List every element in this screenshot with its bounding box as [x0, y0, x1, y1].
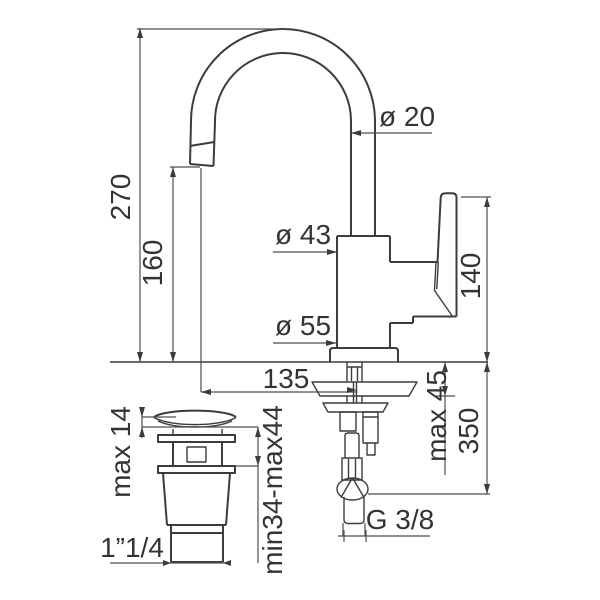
dim-min34-max44-label: min34-max44 [257, 405, 288, 575]
dim-350-label: 350 [453, 408, 484, 455]
dim-270-spout-height: 270 [105, 28, 287, 362]
hose-end-fitting [343, 497, 365, 525]
hose-braid-lines [347, 459, 357, 479]
drain-cap-top [153, 409, 237, 418]
spout-inner-edge [212, 52, 352, 236]
handle-base-step [390, 316, 414, 324]
dim-160-label: 160 [137, 240, 168, 287]
dim-max45-label: max 45 [421, 370, 452, 462]
drain-cap-underside [153, 416, 237, 426]
shank-neck-and-stud [346, 382, 363, 403]
handle-pivot-cone [433, 261, 453, 317]
drain-lower-flange [157, 465, 236, 474]
dim-160-outlet-height: 160 [137, 166, 202, 392]
hose-tube [344, 432, 360, 458]
dim-140-label: 140 [455, 253, 486, 300]
valve-inlet-connector [362, 411, 379, 456]
dim-270-label: 270 [105, 174, 136, 221]
dim-max14-label: max 14 [105, 406, 136, 498]
dim-min34-max44-clamp-range: min34-max44 [236, 405, 288, 575]
dim-g38-hose-thread: G 3/8 [338, 504, 434, 542]
dim-max45-deck-thickness: max 45 [421, 362, 455, 475]
handle-lever-outline [436, 192, 458, 317]
spout-outer-edge [189, 28, 376, 236]
drain-tapered-body [162, 472, 231, 526]
popup-drain-waste [153, 409, 237, 563]
dim-1-1-4-label: 1”1/4 [100, 532, 164, 563]
drain-body-neck [172, 442, 223, 466]
drain-threaded-tail [170, 525, 224, 563]
drain-upper-flange [157, 434, 236, 443]
nut-facet-lines [340, 478, 365, 498]
aerator-end-cap [189, 163, 214, 167]
dim-d43-body: ø 43 [273, 219, 337, 255]
hose-nipple [339, 411, 357, 432]
drain-overflow-window [186, 446, 207, 463]
faucet-body [329, 235, 399, 362]
dim-d55-label: ø 55 [275, 310, 331, 341]
flexible-supply-hose [336, 432, 369, 525]
dim-d55-base-flange: ø 55 [273, 310, 336, 346]
dim-1-1-4-drain-thread: 1”1/4 [100, 532, 231, 566]
clamping-bracket [322, 402, 389, 413]
dim-d20-spout-tube: ø 20 [351, 101, 435, 136]
dim-135-label: 135 [263, 363, 310, 394]
dim-350-hose-length: 350 [368, 362, 490, 495]
dim-135-spout-projection: 135 [201, 363, 357, 395]
hose-braided-collar [341, 457, 363, 481]
dim-max14-drain-cap: max 14 [105, 406, 258, 498]
side-lever-handle [390, 192, 458, 324]
threaded-shank [346, 362, 363, 382]
dim-d20-label: ø 20 [379, 101, 435, 132]
base-flange [329, 347, 399, 362]
dim-140-handle-height: 140 [455, 196, 491, 362]
spout-gooseneck [189, 28, 376, 236]
under-deck-mounting-hardware [311, 362, 418, 456]
handle-pivot-inner-line [436, 261, 439, 290]
hose-coupling-nut [336, 477, 369, 501]
horseshoe-washer [311, 381, 418, 397]
aerator-joint-line [189, 141, 215, 147]
dim-d43-label: ø 43 [275, 219, 331, 250]
dim-g38-label: G 3/8 [366, 504, 434, 535]
